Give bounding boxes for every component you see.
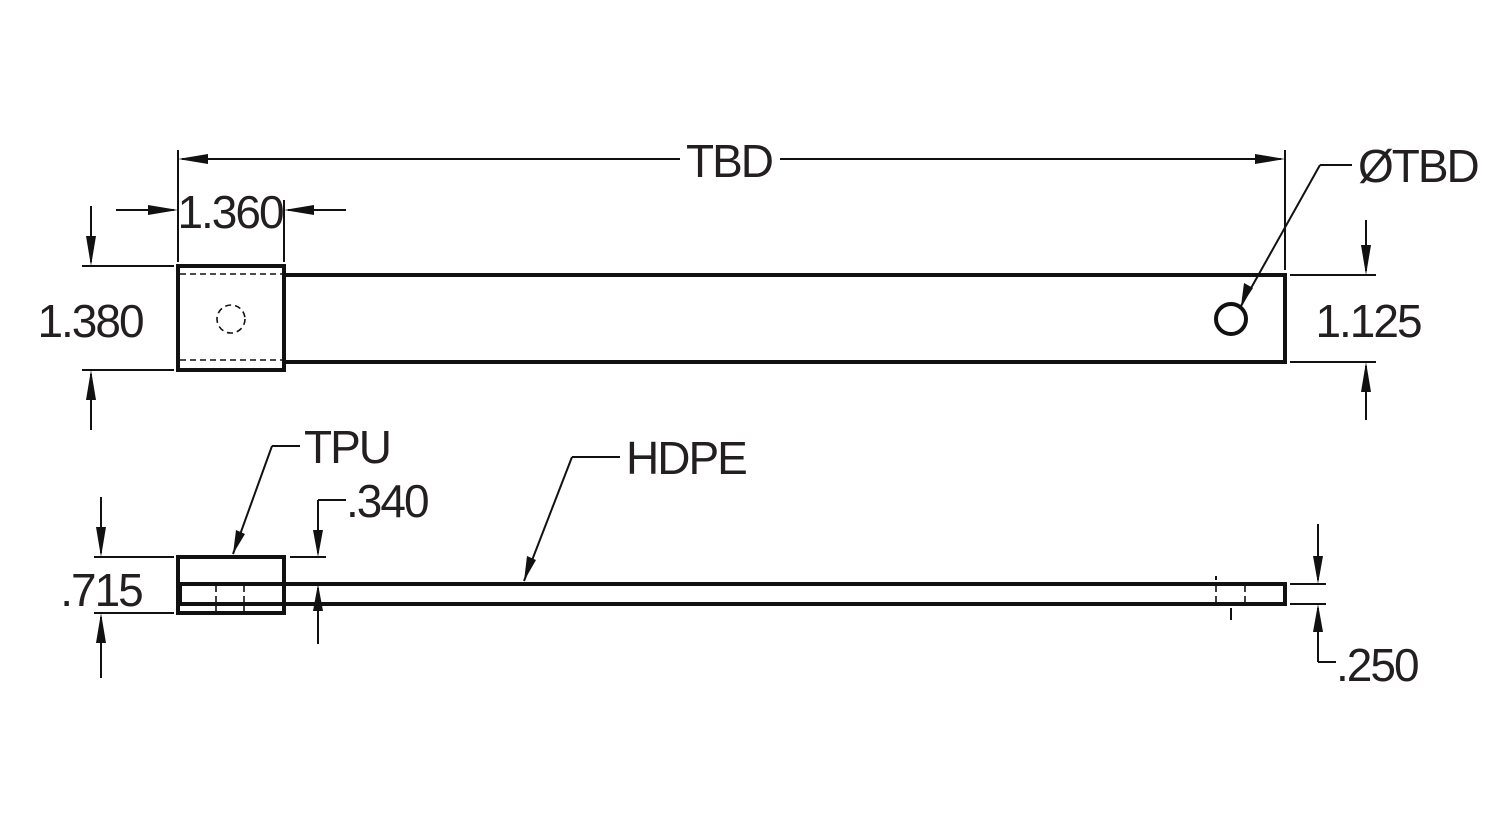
block-width-arrow-right	[284, 205, 314, 215]
side-view: TPU HDPE .340 .715 .250	[60, 421, 1420, 691]
block-width-label: 1.360	[177, 186, 283, 238]
arm-end-hole	[1214, 302, 1248, 336]
arm-thickness-label: .250	[1336, 639, 1418, 691]
block-height-label: 1.380	[37, 295, 143, 347]
block-thickness-arrow-top	[96, 527, 106, 557]
hdpe-leader-arrow	[524, 556, 536, 581]
hdpe-arm-side-outline	[178, 582, 1287, 606]
top-view: TBD ØTBD 1.360 1.380 1.125	[37, 135, 1481, 430]
overall-length-label: TBD	[686, 135, 773, 187]
overall-length-arrow-left	[178, 154, 208, 164]
offset-label: .340	[346, 475, 428, 527]
block-height-arrow-bottom	[86, 370, 96, 400]
arm-thickness-arrow-top	[1313, 556, 1323, 584]
block-thickness-arrow-bottom	[96, 613, 106, 643]
tpu-leader-arrow	[233, 530, 245, 554]
block-width-arrow-left	[148, 205, 178, 215]
block-height-arrow-top	[86, 236, 96, 266]
tpu-block-top-outline	[176, 264, 286, 372]
offset-arrow-bottom	[313, 584, 323, 611]
hdpe-arm-top-outline	[282, 273, 1287, 364]
arm-thickness-arrow-bottom	[1313, 604, 1323, 632]
block-thickness-label: .715	[60, 564, 142, 616]
arm-width-arrow-bottom	[1361, 362, 1371, 392]
hole-diameter-label: ØTBD	[1358, 140, 1479, 192]
hole-diameter-leader-arrow	[1241, 283, 1253, 306]
hdpe-label: HDPE	[626, 432, 746, 484]
arm-width-label: 1.125	[1315, 295, 1421, 347]
offset-arrow-top	[313, 530, 323, 557]
overall-length-arrow-right	[1255, 154, 1285, 164]
arm-width-arrow-top	[1361, 245, 1371, 275]
tpu-block-hidden-hole	[216, 304, 246, 334]
tpu-label: TPU	[304, 421, 390, 473]
hole-diameter-leader	[1240, 164, 1321, 307]
